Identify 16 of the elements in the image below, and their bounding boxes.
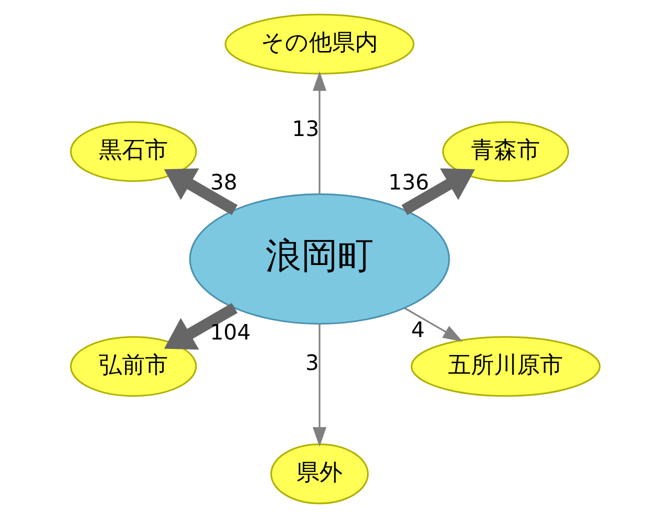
arrow [404,307,462,342]
arrow [164,303,238,350]
node-ellipse: 県外 [270,444,368,504]
edge-label: 13 [292,117,319,142]
edge-label: 3 [304,350,318,376]
arrow [164,168,238,215]
node-ellipse: 五所川原市 [410,336,600,397]
node-ellipse: 青森市 [442,121,569,182]
arrow [401,168,474,215]
edge-label: 38 [210,170,237,196]
arrow [312,324,326,447]
node-ellipse: 弘前市 [70,336,196,397]
node-ellipse: その他県内 [224,14,414,74]
edge-label: 136 [388,170,429,196]
node-ellipse: 黒石市 [70,121,196,182]
arrow [312,71,326,194]
